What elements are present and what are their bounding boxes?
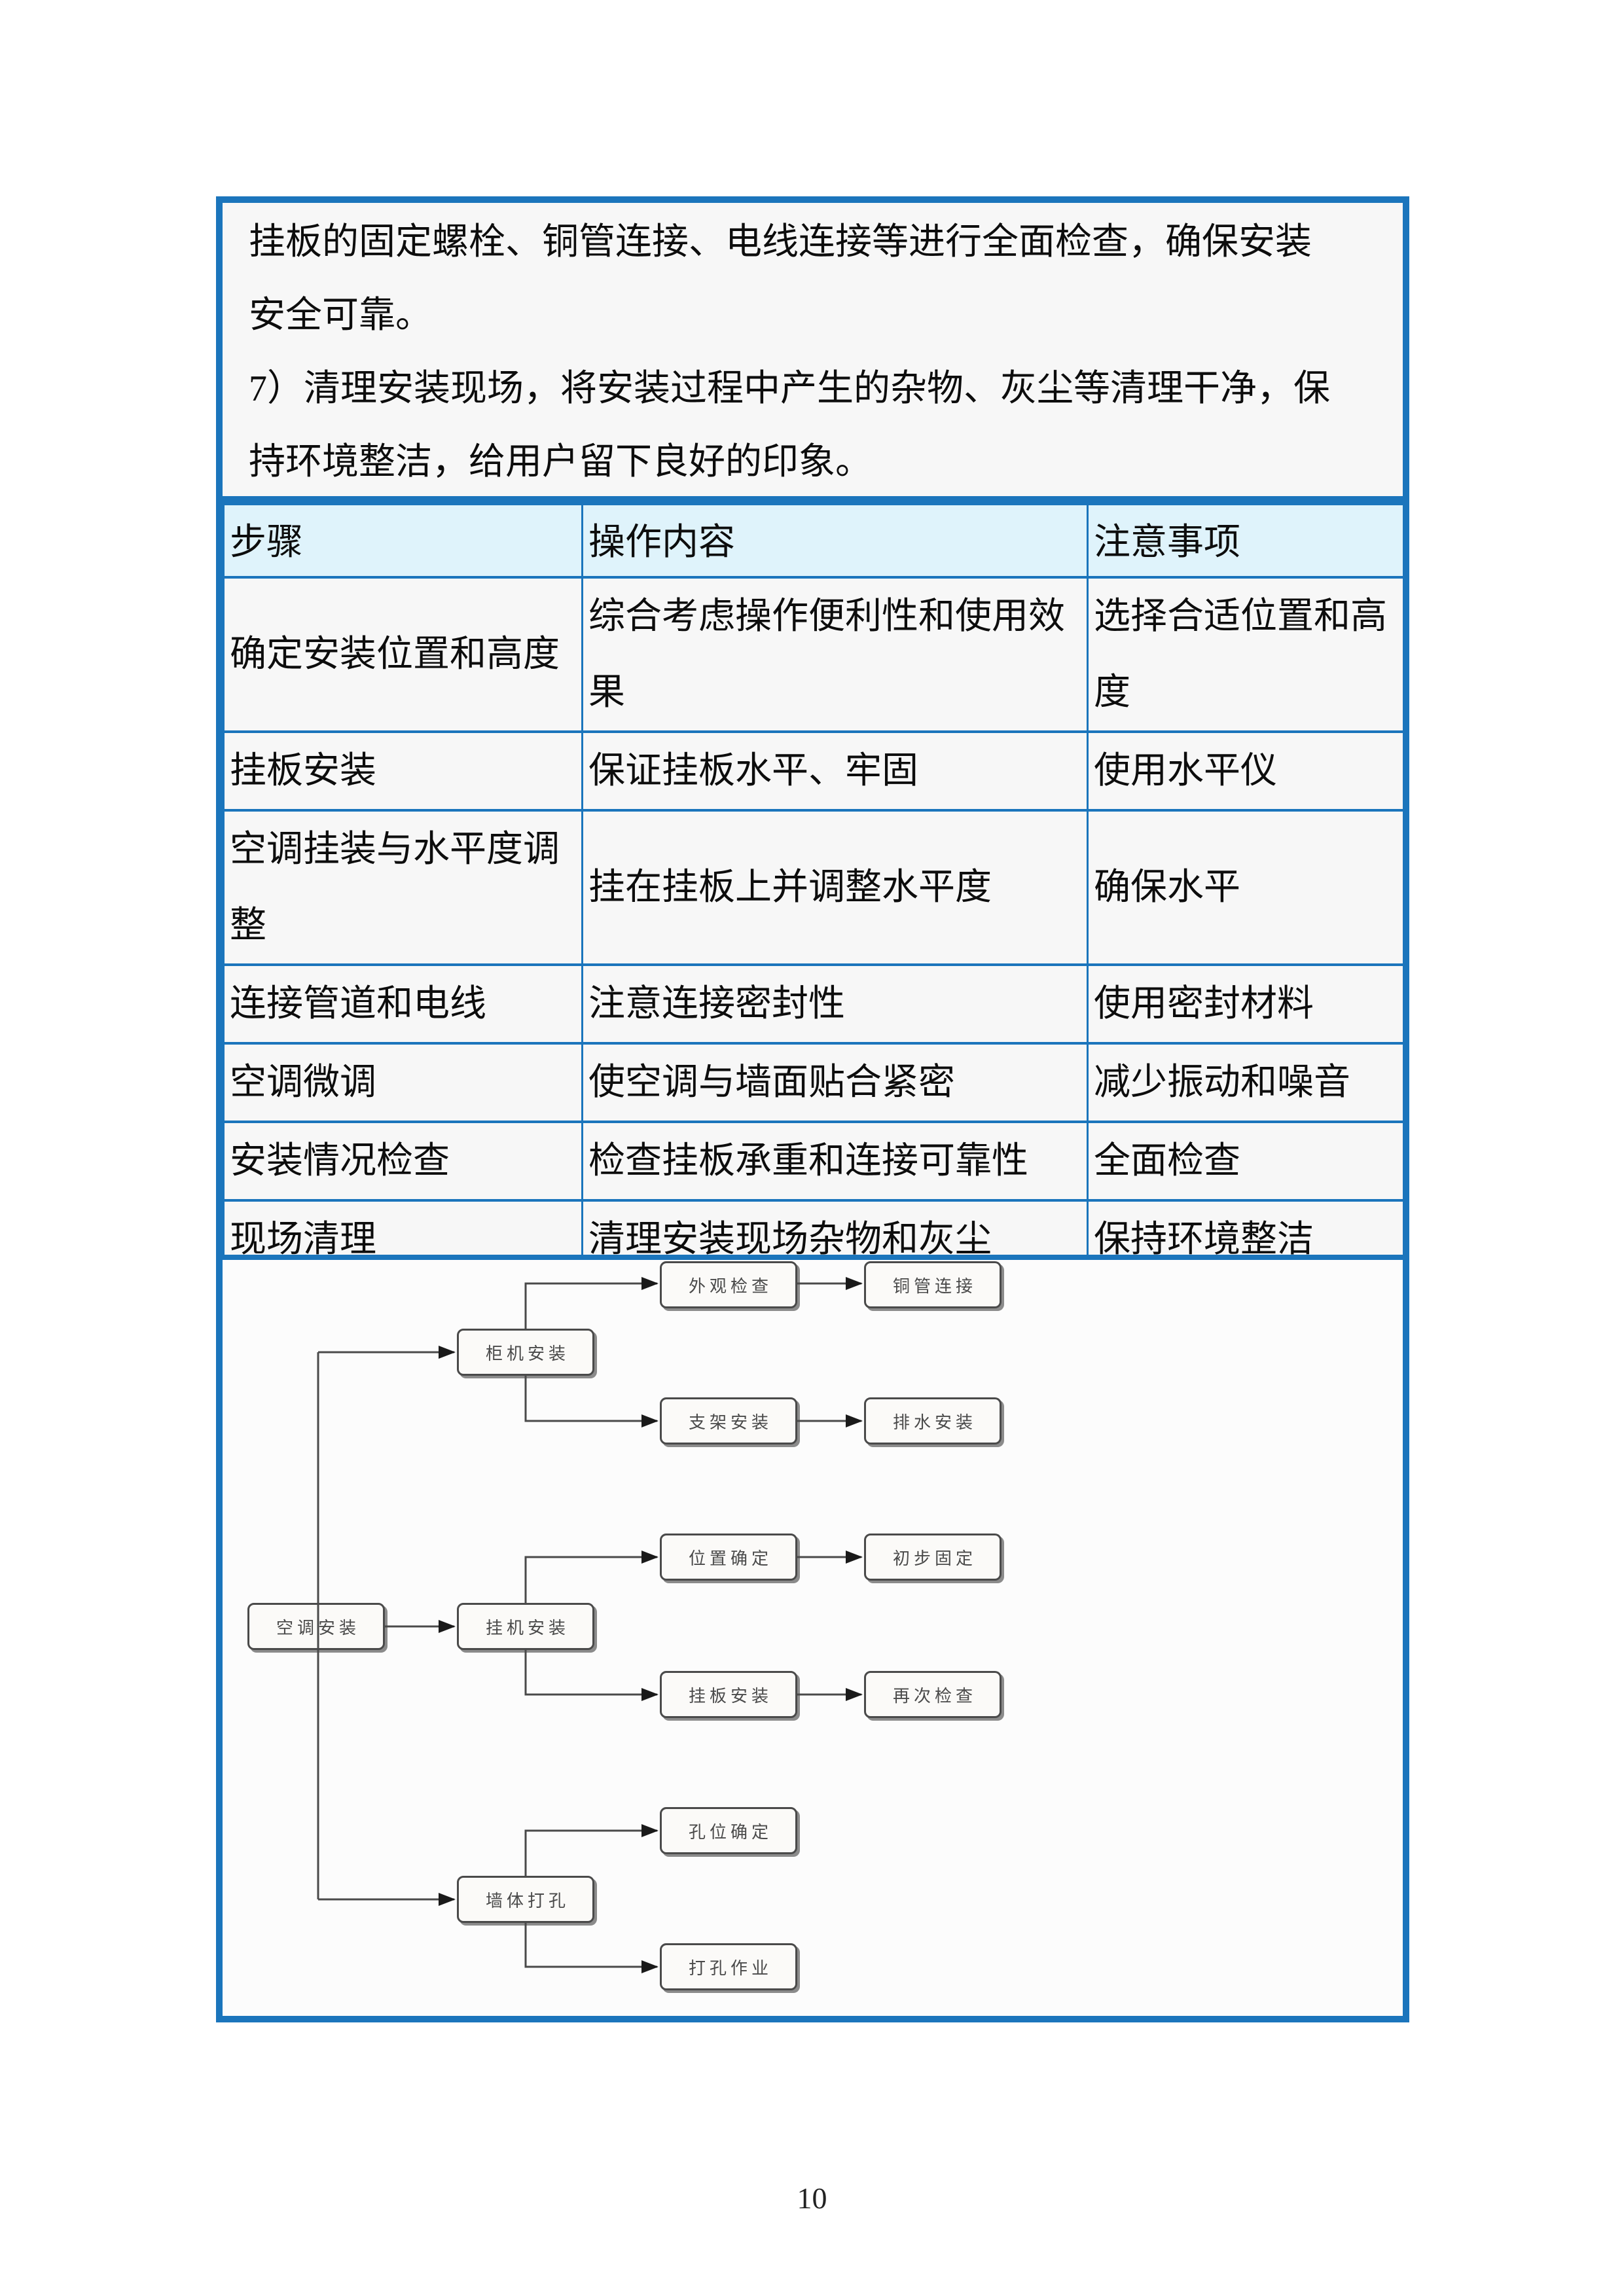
- flow-node-ac-install: 空调安装: [247, 1603, 385, 1650]
- steps-table-wrapper: 步骤 操作内容 注意事项 确定安装位置和高度 综合考虑操作便利性和使用效果 选择…: [223, 503, 1403, 1260]
- intro-line: 7）清理安装现场，将安装过程中产生的杂物、灰尘等清理干净，保: [249, 368, 1330, 409]
- table-cell: 保证挂板水平、牢固: [581, 730, 1089, 812]
- table-row: 空调微调 使空调与墙面贴合紧密 减少振动和噪音: [223, 1042, 1403, 1123]
- column-header-step: 步骤: [223, 503, 583, 579]
- flow-node-appearance-check: 外观检查: [660, 1261, 797, 1308]
- flow-node-initial-fix: 初步固定: [864, 1534, 1001, 1581]
- table-cell: 空调挂装与水平度调整: [223, 809, 583, 966]
- flow-node-drain-install: 排水安装: [864, 1397, 1001, 1444]
- table-cell: 挂板安装: [223, 730, 583, 812]
- table-cell: 现场清理: [223, 1199, 583, 1255]
- flow-node-bracket-install: 支架安装: [660, 1397, 797, 1444]
- flow-node-position-confirm: 位置确定: [660, 1534, 797, 1581]
- table-row: 现场清理 清理安装现场杂物和灰尘 保持环境整洁: [223, 1199, 1403, 1255]
- table-cell: 确定安装位置和高度: [223, 576, 583, 733]
- table-cell: 注意连接密封性: [581, 963, 1089, 1045]
- table-row: 空调挂装与水平度调整 挂在挂板上并调整水平度 确保水平: [223, 809, 1403, 966]
- table-cell: 综合考虑操作便利性和使用效果: [581, 576, 1089, 733]
- flow-node-drilling-work: 打孔作业: [660, 1943, 797, 1990]
- steps-table: 步骤 操作内容 注意事项 确定安装位置和高度 综合考虑操作便利性和使用效果 选择…: [223, 503, 1403, 1255]
- flow-node-mount-plate-install: 挂板安装: [660, 1671, 797, 1718]
- flow-node-hanging-unit-install: 挂机安装: [457, 1603, 594, 1650]
- table-cell: 空调微调: [223, 1042, 583, 1123]
- table-cell: 确保水平: [1087, 809, 1403, 966]
- column-header-notes: 注意事项: [1087, 503, 1403, 579]
- intro-line: 持环境整洁，给用户留下良好的印象。: [249, 442, 872, 482]
- content-frame: 挂板的固定螺栓、铜管连接、电线连接等进行全面检查，确保安装 安全可靠。 7）清理…: [216, 196, 1409, 2022]
- table-cell: 清理安装现场杂物和灰尘: [581, 1199, 1089, 1255]
- table-row: 连接管道和电线 注意连接密封性 使用密封材料: [223, 963, 1403, 1045]
- intro-text-block: 挂板的固定螺栓、铜管连接、电线连接等进行全面检查，确保安装 安全可靠。 7）清理…: [223, 203, 1403, 503]
- table-cell: 全面检查: [1087, 1121, 1403, 1202]
- table-row: 安装情况检查 检查挂板承重和连接可靠性 全面检查: [223, 1121, 1403, 1202]
- table-cell: 检查挂板承重和连接可靠性: [581, 1121, 1089, 1202]
- table-header-row: 步骤 操作内容 注意事项: [223, 503, 1403, 579]
- installation-flowchart: 外观检查 铜管连接 柜机安装 支架安装 排水安装 位置确定 初步固定 空调安装 …: [223, 1260, 1403, 2016]
- intro-line: 安全可靠。: [249, 295, 432, 336]
- flowchart-connectors: [317, 1277, 863, 1973]
- flow-node-copper-pipe-connect: 铜管连接: [864, 1261, 1001, 1308]
- table-cell: 保持环境整洁: [1087, 1199, 1403, 1255]
- intro-line: 挂板的固定螺栓、铜管连接、电线连接等进行全面检查，确保安装: [249, 222, 1312, 262]
- table-cell: 挂在挂板上并调整水平度: [581, 809, 1089, 966]
- page-number: 10: [797, 2181, 827, 2215]
- flow-node-hole-position-confirm: 孔位确定: [660, 1807, 797, 1854]
- table-cell: 安装情况检查: [223, 1121, 583, 1202]
- table-cell: 使空调与墙面贴合紧密: [581, 1042, 1089, 1123]
- table-cell: 使用水平仪: [1087, 730, 1403, 812]
- table-cell: 使用密封材料: [1087, 963, 1403, 1045]
- table-cell: 选择合适位置和高度: [1087, 576, 1403, 733]
- table-cell: 减少振动和噪音: [1087, 1042, 1403, 1123]
- table-row: 确定安装位置和高度 综合考虑操作便利性和使用效果 选择合适位置和高度: [223, 576, 1403, 733]
- column-header-operation: 操作内容: [581, 503, 1089, 579]
- flow-node-wall-drilling: 墙体打孔: [457, 1876, 594, 1923]
- table-cell: 连接管道和电线: [223, 963, 583, 1045]
- table-row: 挂板安装 保证挂板水平、牢固 使用水平仪: [223, 730, 1403, 812]
- flow-node-cabinet-install: 柜机安装: [457, 1329, 594, 1376]
- flow-node-recheck: 再次检查: [864, 1671, 1001, 1718]
